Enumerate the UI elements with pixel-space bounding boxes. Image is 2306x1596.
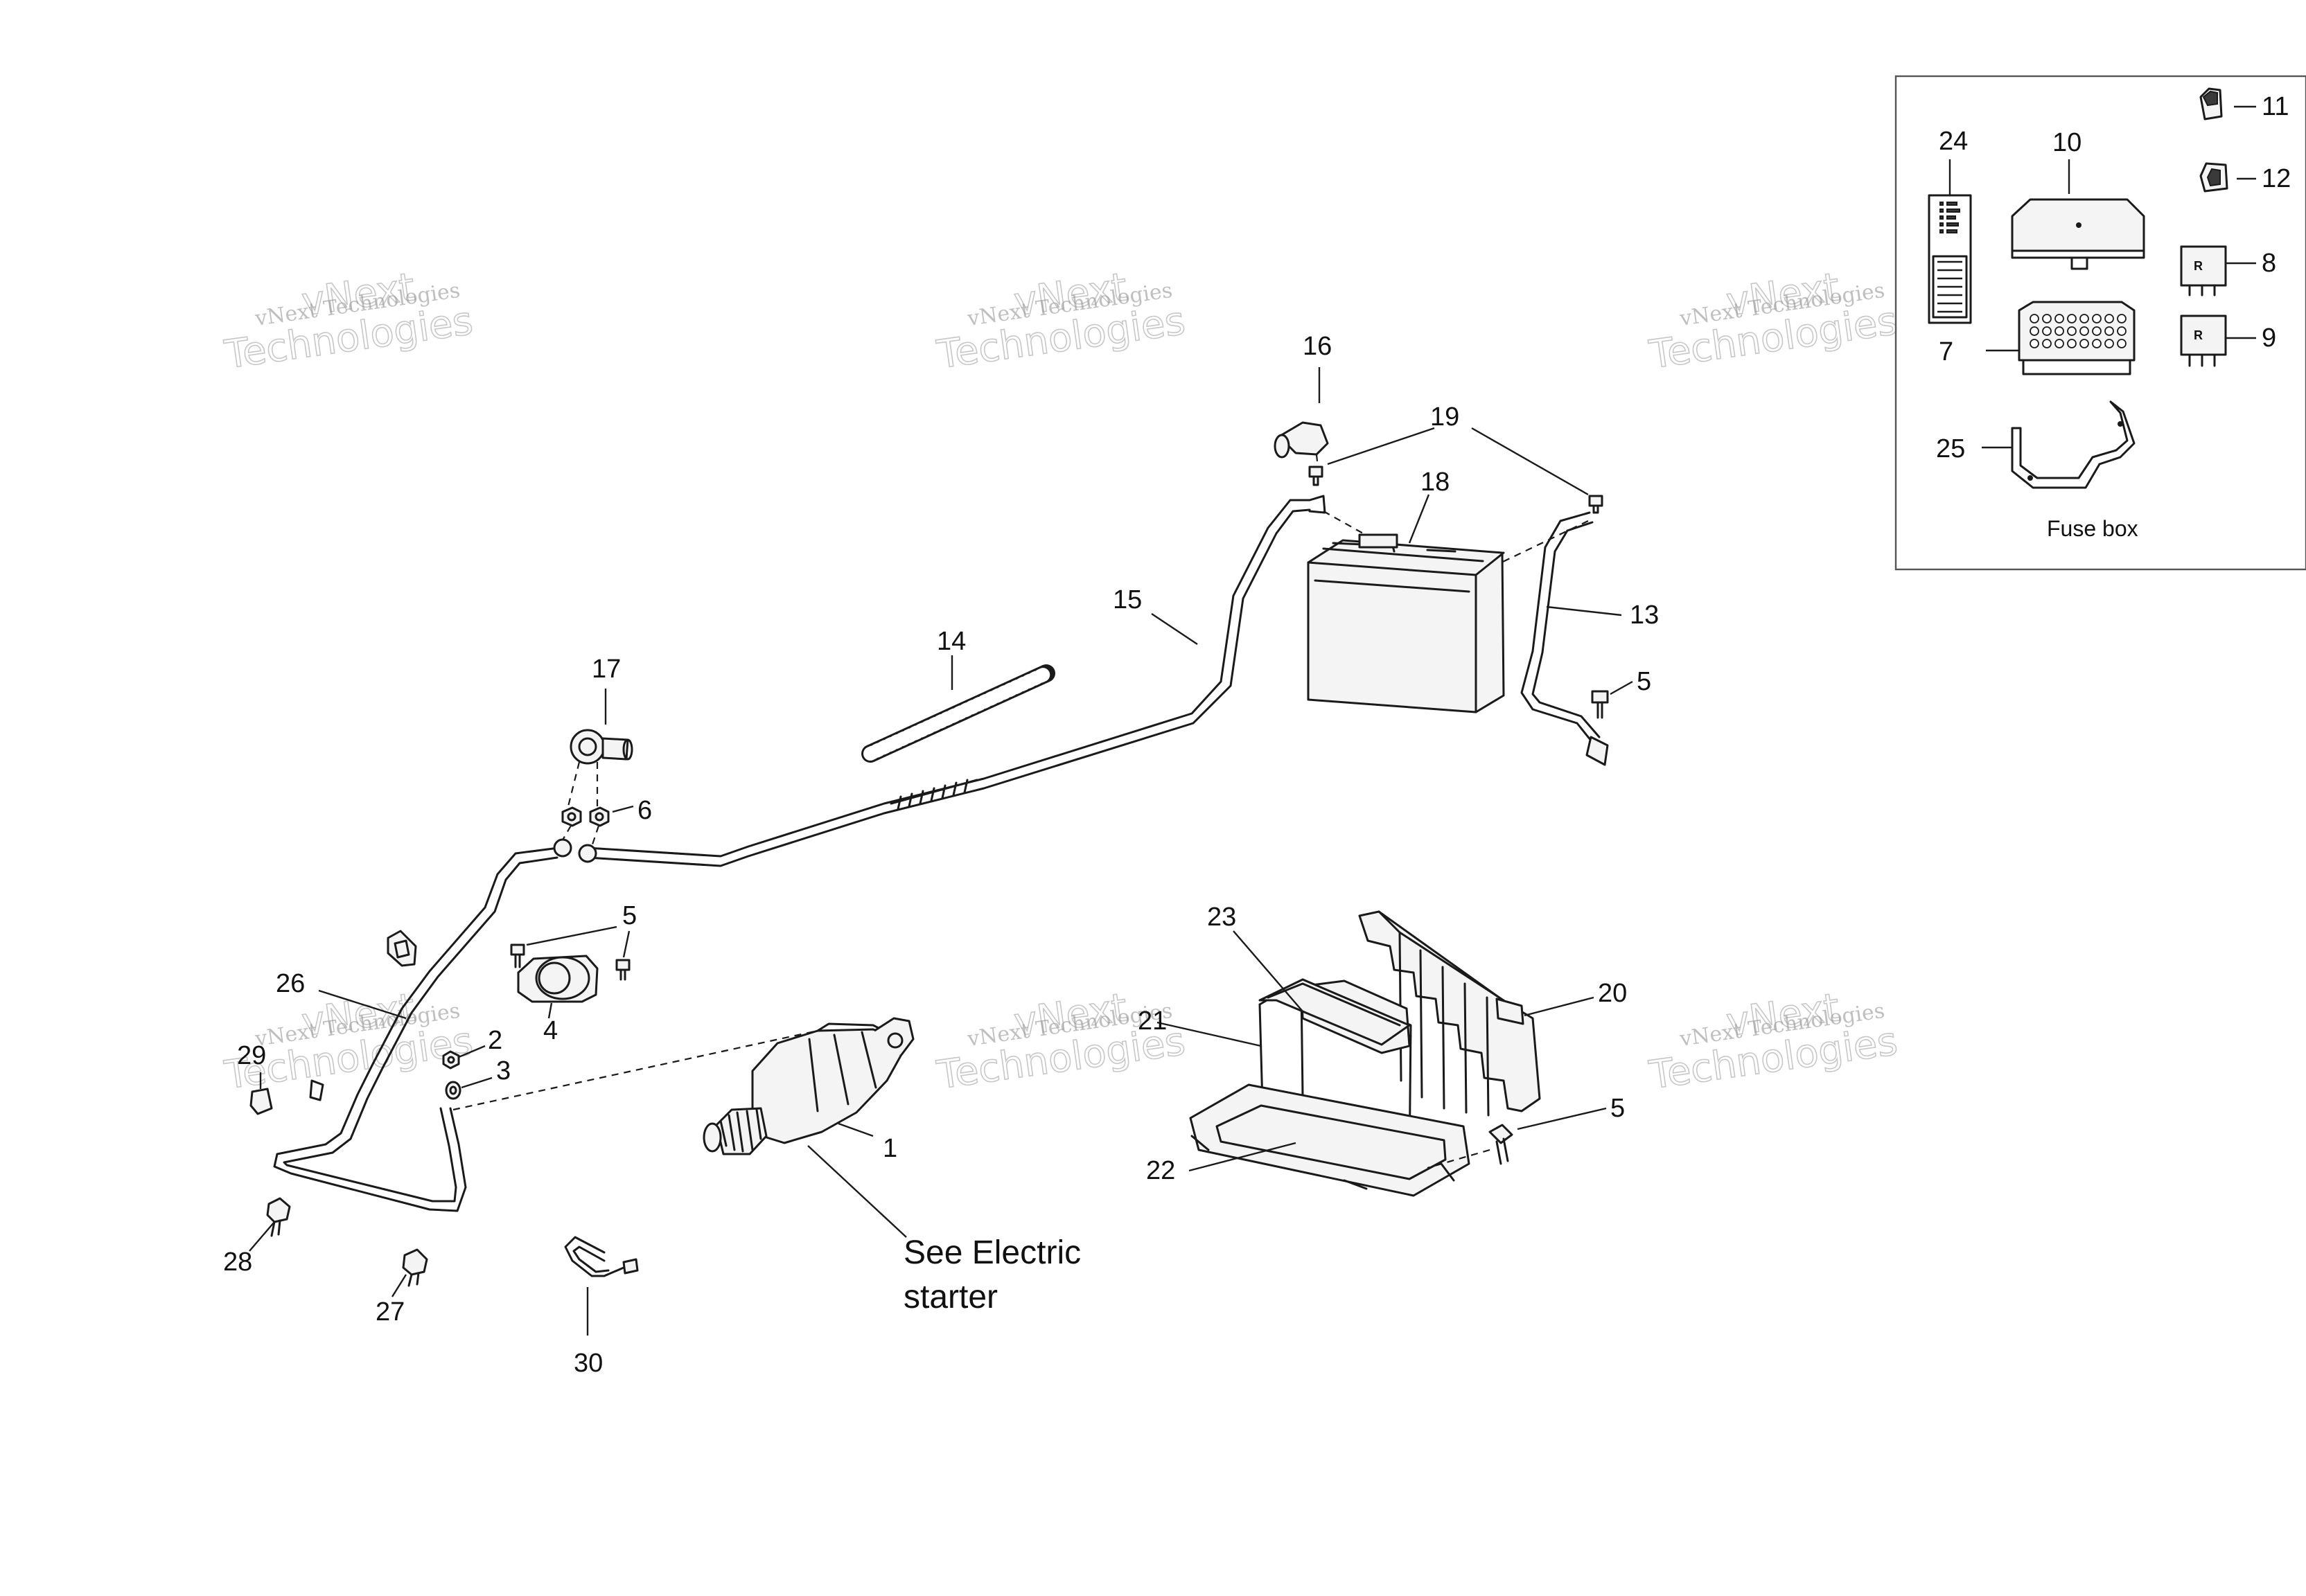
- callout-6: 6: [637, 796, 652, 825]
- note-line-1: See Electric: [904, 1234, 1081, 1271]
- relay-letter: R: [2194, 328, 2203, 342]
- part-22-tray-base[interactable]: [1188, 1083, 1470, 1197]
- callout-22: 22: [1146, 1156, 1175, 1185]
- callout-16: 16: [1303, 332, 1332, 361]
- callout-4: 4: [543, 1016, 558, 1045]
- callout-5: 5: [1610, 1094, 1625, 1123]
- part-13-negative-cable[interactable]: [1520, 511, 1622, 766]
- part-5-bolt-tray[interactable]: [1427, 1107, 1607, 1169]
- part-18-battery[interactable]: [1307, 494, 1505, 713]
- callout-23: 23: [1207, 903, 1236, 932]
- callout-12: 12: [2262, 164, 2291, 193]
- callout-28: 28: [223, 1248, 252, 1277]
- callout-20: 20: [1598, 979, 1627, 1008]
- callout-8: 8: [2262, 249, 2276, 278]
- part-3-washer[interactable]: [445, 1076, 493, 1100]
- note-line-2: starter: [904, 1279, 998, 1315]
- part-26-starter-cable[interactable]: [273, 838, 818, 1212]
- part-2-nut[interactable]: [442, 1045, 486, 1070]
- watermark: vNext Technologies Technologies vNext: [1646, 984, 1901, 1099]
- fuse-box-label: Fuse box: [2047, 516, 2138, 541]
- part-24-label-sheet[interactable]: [1928, 159, 1972, 324]
- callout-13: 13: [1630, 601, 1659, 630]
- callout-26: 26: [276, 969, 305, 998]
- part-1-starter-motor[interactable]: [703, 1017, 915, 1238]
- part-5-bolts-solenoid[interactable]: [510, 925, 631, 981]
- grommet: [387, 930, 417, 967]
- callout-17: 17: [592, 655, 621, 684]
- part-9-relay[interactable]: R: [2180, 314, 2256, 367]
- callout-1: 1: [883, 1134, 897, 1163]
- callout-2: 2: [488, 1026, 502, 1055]
- part-25-bracket[interactable]: [1982, 400, 2136, 489]
- watermark: vNext Technologies Technologies vNext: [1646, 264, 1901, 378]
- callout-27: 27: [376, 1297, 405, 1327]
- part-30-ground-wire[interactable]: [564, 1236, 639, 1336]
- part-6-nuts[interactable]: [556, 805, 634, 851]
- callout-14: 14: [937, 627, 966, 656]
- callout-29: 29: [237, 1041, 266, 1070]
- callout-30: 30: [574, 1349, 603, 1378]
- part-10-fuse-box-cover[interactable]: [2011, 159, 2145, 270]
- part-14-convoluted-tube[interactable]: [861, 655, 1055, 763]
- callout-24: 24: [1939, 127, 1968, 156]
- callout-3: 3: [496, 1056, 511, 1085]
- see-electric-starter-note: See Electric starter: [904, 1234, 1081, 1315]
- part-28-cable-tie[interactable]: [249, 1197, 291, 1252]
- watermark: vNext Technologies Technologies vNext: [933, 264, 1188, 378]
- part-23-tray-pad[interactable]: [1233, 930, 1411, 1046]
- part-12-fuse[interactable]: [2199, 162, 2256, 193]
- fuse-box-inset: R R 24 10 11 12 8 9 7 25 Fuse box: [1894, 75, 2306, 571]
- part-15-positive-cable[interactable]: [586, 495, 1326, 867]
- callout-21: 21: [1138, 1007, 1167, 1036]
- watermark: vNext Technologies Technologies vNext: [933, 984, 1188, 1099]
- part-29-clip[interactable]: [249, 1072, 324, 1115]
- watermark: vNext Technologies Technologies vNext: [221, 984, 476, 1099]
- part-11-fuse[interactable]: [2199, 87, 2256, 121]
- part-16-terminal-boot[interactable]: [1274, 367, 1329, 469]
- part-5-bolt-battery[interactable]: [1591, 680, 1633, 719]
- callout-19: 19: [1430, 402, 1459, 432]
- part-8-relay[interactable]: R: [2180, 245, 2256, 296]
- callout-25: 25: [1936, 434, 1965, 463]
- part-7-fuse-box-base[interactable]: [1986, 301, 2136, 375]
- watermark: vNext Technologies Technologies vNext: [221, 264, 476, 378]
- relay-letter: R: [2194, 259, 2203, 273]
- part-4-solenoid[interactable]: [517, 955, 599, 1019]
- callout-11: 11: [2262, 92, 2289, 121]
- part-27-cable-tie[interactable]: [391, 1248, 428, 1297]
- callout-18: 18: [1420, 468, 1450, 497]
- part-17-terminal-cap[interactable]: [565, 689, 633, 813]
- callout-10: 10: [2052, 128, 2081, 157]
- callout-7: 7: [1939, 337, 1953, 366]
- part-20-tray-cover[interactable]: [1358, 910, 1594, 1117]
- callout-15: 15: [1113, 585, 1142, 614]
- callouts: 1 2 3 4 5 5 5 6 13 14 15 16 17 18 19 20 …: [223, 332, 1659, 1378]
- callout-5: 5: [622, 901, 637, 930]
- callout-5: 5: [1637, 667, 1651, 696]
- callout-9: 9: [2262, 323, 2276, 353]
- inset-frame: [1894, 75, 2306, 571]
